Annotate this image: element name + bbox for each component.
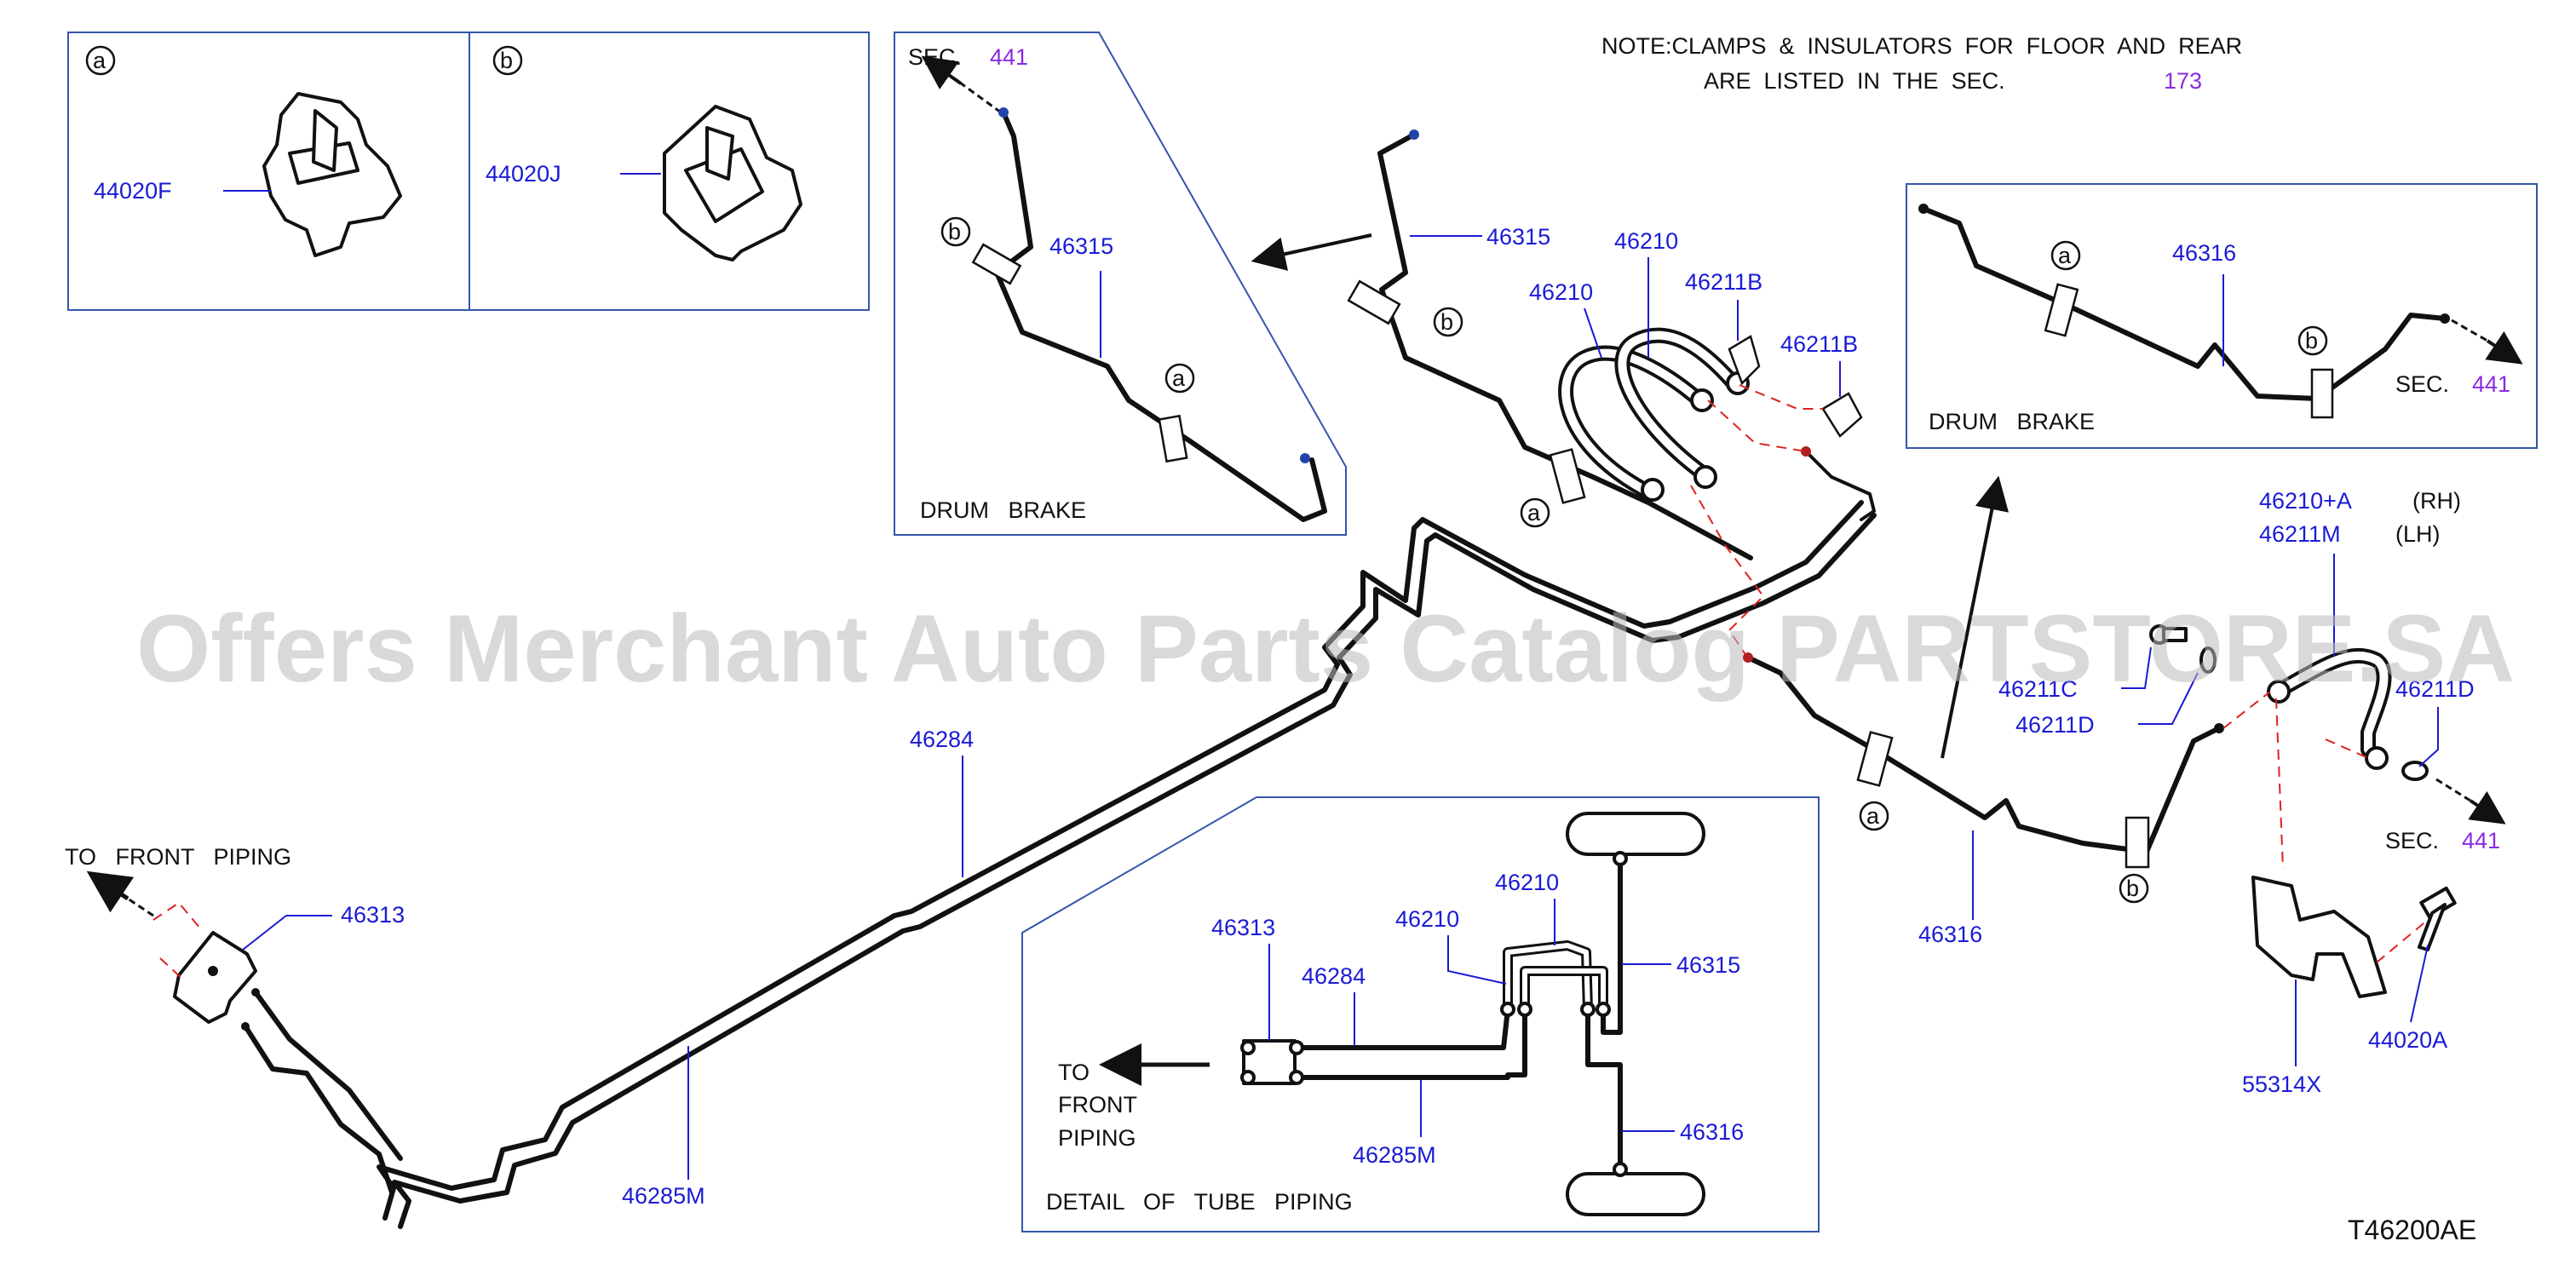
detail-title: DETAIL OF TUBE PIPING [1046,1189,1353,1215]
detail-to-label: TO [1058,1060,1090,1085]
note-line-2: ARE LISTED IN THE SEC. [1704,68,2005,94]
part-46211D-label-right[interactable]: 46211D [2395,676,2475,702]
joint-46313-icon [173,931,257,1024]
main-callout-b: b [1440,309,1453,335]
detail-part-46285M-label[interactable]: 46285M [1353,1142,1436,1168]
part-46210-label-left[interactable]: 46210 [1529,279,1593,305]
main-sec-label: SEC. [2385,828,2439,853]
detail-part-46313-label[interactable]: 46313 [1211,915,1275,940]
detail-part-46284-label[interactable]: 46284 [1302,963,1366,989]
washer-46211D-icon [2199,646,2217,674]
drum-brake-right-inset: a b 46316 SEC. 441 DRUM BRAKE [1906,183,2538,449]
part-46284-label[interactable]: 46284 [910,727,974,752]
rear-callout-a: a [1866,803,1880,829]
part-46210-label-top[interactable]: 46210 [1614,228,1678,254]
inset-right-part-46316[interactable]: 46316 [2172,240,2236,266]
bolt-46211C-icon [2149,624,2188,645]
inset-right-callout-b: b [2305,328,2318,353]
part-46211B-label-right[interactable]: 46211B [1780,331,1858,357]
watermark: Offers Merchant Auto Parts Catalog PARTS… [136,595,2515,702]
note-line-1: NOTE:CLAMPS & INSULATORS FOR FLOOR AND R… [1601,33,2242,59]
part-46211B-label-top[interactable]: 46211B [1685,269,1762,295]
rear-hose-46210A [2267,647,2392,770]
part-46285M-label[interactable]: 46285M [622,1183,705,1209]
inset-right-title: DRUM BRAKE [1929,409,2095,434]
detail-piping-label: PIPING [1058,1125,1136,1151]
to-front-piping-label: TO FRONT PIPING [65,844,291,870]
inset-right-callout-a: a [2058,243,2072,268]
part-46210A-label[interactable]: 46210+A [2259,488,2352,514]
callout-b-label: b [500,48,513,73]
inset-left-part-46315[interactable]: 46315 [1049,233,1113,259]
part-44020A-label[interactable]: 44020A [2368,1027,2447,1053]
washer-46211D-right-icon [2401,761,2429,781]
rh-label: (RH) [2412,488,2461,514]
inset-left-sec-label: SEC. [908,44,962,70]
diagram-code: T46200AE [2348,1215,2476,1245]
front-wheel-icon [1566,812,1705,856]
part-46211C-label[interactable]: 46211C [1998,676,2078,702]
part-44020F-label[interactable]: 44020F [94,178,172,204]
detail-part-46210-label-left[interactable]: 46210 [1395,906,1459,932]
inset-left-callout-a: a [1172,365,1186,391]
detail-part-46315-label[interactable]: 46315 [1676,952,1740,978]
inset-right-sec-label: SEC. [2395,371,2449,397]
clip-44020F-icon [262,92,402,257]
detail-part-46316-label[interactable]: 46316 [1680,1119,1744,1145]
bracket-55314X-icon [2251,876,2387,998]
part-46313-label[interactable]: 46313 [341,902,405,928]
tube-piping-detail: TO FRONT PIPING DETAIL OF TUBE PIPING 46… [1021,796,1820,1232]
drum-brake-left-inset: SEC. 441 b a 46315 DRUM BRAKE [894,32,1347,536]
detail-front-label: FRONT [1058,1092,1137,1117]
part-55314X-label[interactable]: 55314X [2242,1072,2321,1097]
part-46315-label[interactable]: 46315 [1486,224,1550,250]
lh-label: (LH) [2395,521,2441,547]
detail-part-46210-label-top[interactable]: 46210 [1495,870,1559,895]
clip-detail-box: a b 44020F 44020J [67,32,870,311]
hose-46210-loops [1558,327,1750,502]
main-callout-a: a [1527,500,1541,526]
rear-callout-b: b [2126,876,2139,901]
inset-left-title: DRUM BRAKE [920,497,1086,523]
part-46211M-label[interactable]: 46211M [2259,521,2341,547]
inset-left-sec-num[interactable]: 441 [990,44,1028,70]
inset-left-callout-b: b [948,219,961,244]
note-sec-link[interactable]: 173 [2164,68,2202,94]
clip-44020J-icon [663,105,802,261]
inset-right-sec-num[interactable]: 441 [2472,371,2510,397]
bolt-44020A-icon [2418,886,2457,951]
part-44020J-label[interactable]: 44020J [486,161,561,187]
main-sec-num[interactable]: 441 [2462,828,2500,853]
part-46316-label[interactable]: 46316 [1918,922,1982,947]
part-46211D-label-left[interactable]: 46211D [2015,712,2095,738]
main-piping [86,129,2506,1229]
callout-a-label: a [93,48,106,73]
rear-wheel-icon [1566,1172,1705,1216]
